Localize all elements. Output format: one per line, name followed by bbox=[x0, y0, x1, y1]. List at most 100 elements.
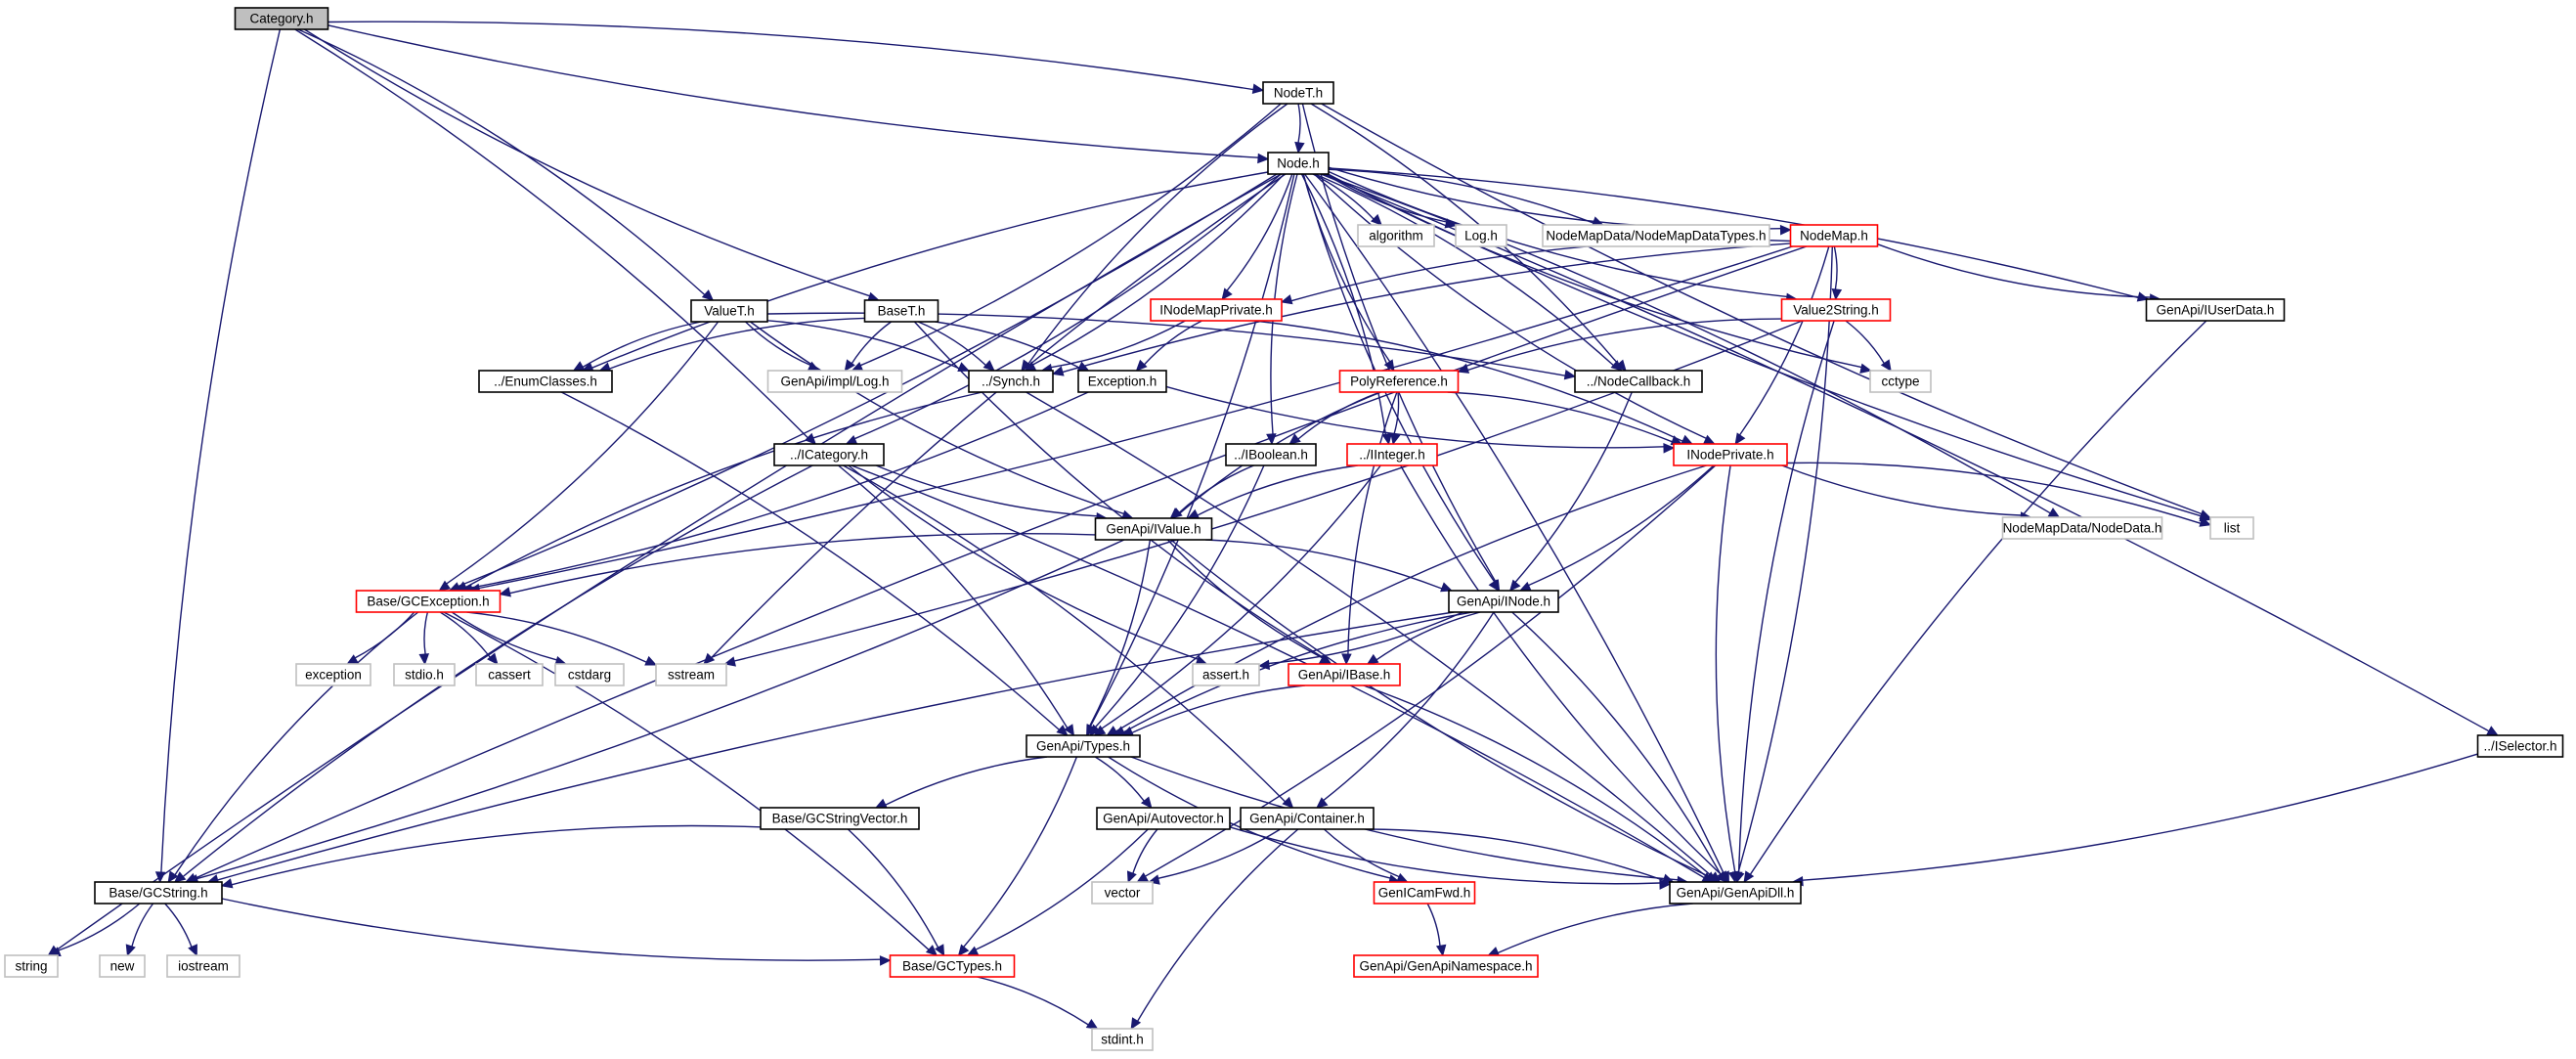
node-exceptionsys[interactable]: exception bbox=[295, 663, 371, 686]
node-sstream[interactable]: sstream bbox=[655, 663, 727, 686]
node-box[interactable] bbox=[1077, 370, 1167, 393]
node-gctypes[interactable]: Base/GCTypes.h bbox=[889, 954, 1016, 978]
node-asserth[interactable]: assert.h bbox=[1192, 663, 1260, 686]
node-genapinamespace[interactable]: GenApi/GenApiNamespace.h bbox=[1353, 954, 1539, 978]
node-ivalue[interactable]: GenApi/IValue.h bbox=[1094, 517, 1213, 541]
node-iselector[interactable]: ../ISelector.h bbox=[2476, 734, 2564, 758]
node-box[interactable] bbox=[1091, 1028, 1154, 1051]
node-cstdarg[interactable]: cstdarg bbox=[554, 663, 625, 686]
node-vector[interactable]: vector bbox=[1091, 881, 1154, 905]
node-box[interactable] bbox=[1096, 807, 1231, 830]
node-nodet[interactable]: NodeT.h bbox=[1262, 81, 1334, 105]
node-box[interactable] bbox=[1673, 443, 1788, 466]
node-nodedata[interactable]: NodeMapData/NodeData.h bbox=[2001, 516, 2163, 540]
node-valuet[interactable]: ValueT.h bbox=[690, 299, 768, 323]
node-new[interactable]: new bbox=[99, 954, 146, 978]
node-box[interactable] bbox=[1150, 298, 1283, 322]
node-box[interactable] bbox=[1357, 224, 1435, 247]
node-genicamfwd[interactable]: GenICamFwd.h bbox=[1373, 881, 1476, 905]
node-box[interactable] bbox=[968, 370, 1054, 393]
node-types[interactable]: GenApi/Types.h bbox=[1026, 734, 1141, 758]
node-gcexception[interactable]: Base/GCException.h bbox=[355, 590, 502, 613]
node-box[interactable] bbox=[1455, 224, 1507, 247]
node-box[interactable] bbox=[889, 954, 1016, 978]
node-node[interactable]: Node.h bbox=[1267, 152, 1330, 175]
node-box[interactable] bbox=[766, 370, 903, 393]
node-box[interactable] bbox=[234, 7, 329, 30]
node-box[interactable] bbox=[1869, 370, 1932, 393]
node-box[interactable] bbox=[1789, 224, 1879, 247]
node-box[interactable] bbox=[1091, 881, 1154, 905]
node-exception[interactable]: Exception.h bbox=[1077, 370, 1167, 393]
node-box[interactable] bbox=[1448, 590, 1559, 613]
node-box[interactable] bbox=[1094, 517, 1213, 541]
node-box[interactable] bbox=[4, 954, 59, 978]
node-gcstringvector[interactable]: Base/GCStringVector.h bbox=[760, 807, 920, 830]
node-iboolean[interactable]: ../IBoolean.h bbox=[1225, 443, 1317, 466]
node-box[interactable] bbox=[1669, 881, 1802, 905]
node-synch[interactable]: ../Synch.h bbox=[968, 370, 1054, 393]
node-box[interactable] bbox=[1288, 663, 1401, 686]
node-nodemaptypes[interactable]: NodeMapData/NodeMapDataTypes.h bbox=[1542, 224, 1770, 247]
node-category[interactable]: Category.h bbox=[234, 7, 329, 30]
node-box[interactable] bbox=[475, 663, 544, 686]
node-box[interactable] bbox=[1346, 443, 1438, 466]
node-box[interactable] bbox=[1574, 370, 1703, 393]
node-nodecallback[interactable]: ../NodeCallback.h bbox=[1574, 370, 1703, 393]
node-inodeprivate[interactable]: INodePrivate.h bbox=[1673, 443, 1788, 466]
node-logh[interactable]: Log.h bbox=[1455, 224, 1507, 247]
node-polyref[interactable]: PolyReference.h bbox=[1338, 370, 1460, 393]
node-box[interactable] bbox=[554, 663, 625, 686]
node-box[interactable] bbox=[1780, 298, 1892, 322]
node-implLog[interactable]: GenApi/impl/Log.h bbox=[766, 370, 903, 393]
node-iinteger[interactable]: ../IInteger.h bbox=[1346, 443, 1438, 466]
node-stdint[interactable]: stdint.h bbox=[1091, 1028, 1154, 1051]
node-box[interactable] bbox=[478, 370, 613, 393]
node-box[interactable] bbox=[99, 954, 146, 978]
node-box[interactable] bbox=[760, 807, 920, 830]
node-baset[interactable]: BaseT.h bbox=[863, 299, 939, 323]
node-box[interactable] bbox=[1225, 443, 1317, 466]
node-gcstring[interactable]: Base/GCString.h bbox=[94, 881, 223, 905]
node-box[interactable] bbox=[295, 663, 371, 686]
node-cctype[interactable]: cctype bbox=[1869, 370, 1932, 393]
node-inodemapprivate[interactable]: INodeMapPrivate.h bbox=[1150, 298, 1283, 322]
node-box[interactable] bbox=[1373, 881, 1476, 905]
node-autovector[interactable]: GenApi/Autovector.h bbox=[1096, 807, 1231, 830]
node-string[interactable]: string bbox=[4, 954, 59, 978]
node-stdio[interactable]: stdio.h bbox=[393, 663, 456, 686]
node-list[interactable]: list bbox=[2209, 516, 2254, 540]
node-box[interactable] bbox=[1262, 81, 1334, 105]
node-inode[interactable]: GenApi/INode.h bbox=[1448, 590, 1559, 613]
node-box[interactable] bbox=[773, 443, 885, 466]
node-genapidll[interactable]: GenApi/GenApiDll.h bbox=[1669, 881, 1802, 905]
node-box[interactable] bbox=[2209, 516, 2254, 540]
node-icategory[interactable]: ../ICategory.h bbox=[773, 443, 885, 466]
node-algorithm[interactable]: algorithm bbox=[1357, 224, 1435, 247]
node-box[interactable] bbox=[690, 299, 768, 323]
node-box[interactable] bbox=[94, 881, 223, 905]
node-box[interactable] bbox=[393, 663, 456, 686]
node-ibase[interactable]: GenApi/IBase.h bbox=[1288, 663, 1401, 686]
node-box[interactable] bbox=[655, 663, 727, 686]
node-box[interactable] bbox=[1338, 370, 1460, 393]
node-box[interactable] bbox=[2476, 734, 2564, 758]
node-iostream[interactable]: iostream bbox=[166, 954, 240, 978]
node-box[interactable] bbox=[2145, 298, 2286, 322]
node-box[interactable] bbox=[1267, 152, 1330, 175]
node-container[interactable]: GenApi/Container.h bbox=[1240, 807, 1375, 830]
node-box[interactable] bbox=[1192, 663, 1260, 686]
node-value2string[interactable]: Value2String.h bbox=[1780, 298, 1892, 322]
node-box[interactable] bbox=[1542, 224, 1770, 247]
node-box[interactable] bbox=[863, 299, 939, 323]
node-cassert[interactable]: cassert bbox=[475, 663, 544, 686]
node-nodemap[interactable]: NodeMap.h bbox=[1789, 224, 1879, 247]
node-box[interactable] bbox=[2001, 516, 2163, 540]
node-box[interactable] bbox=[1240, 807, 1375, 830]
node-box[interactable] bbox=[1026, 734, 1141, 758]
node-box[interactable] bbox=[355, 590, 502, 613]
node-iuserdata[interactable]: GenApi/IUserData.h bbox=[2145, 298, 2286, 322]
node-box[interactable] bbox=[166, 954, 240, 978]
node-box[interactable] bbox=[1353, 954, 1539, 978]
node-enumclasses[interactable]: ../EnumClasses.h bbox=[478, 370, 613, 393]
